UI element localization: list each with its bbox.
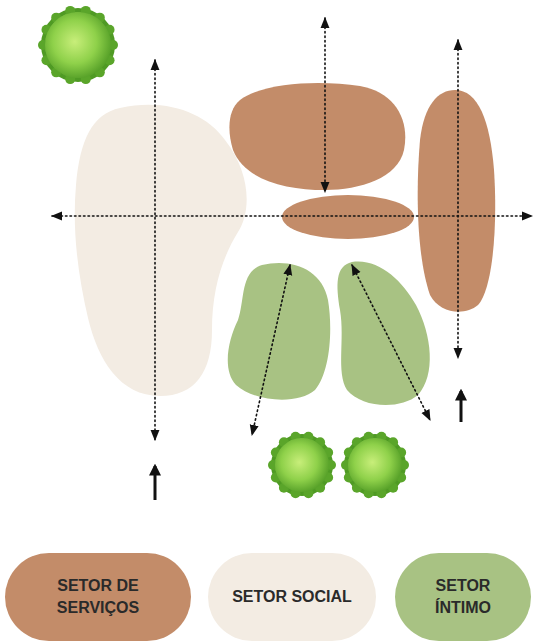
flow-axis [352,265,430,420]
service-zone [282,195,414,239]
tree-crown [348,438,402,492]
entrance-arrow [154,466,157,500]
service-zone [229,83,405,190]
flow-axis [154,60,156,440]
tree [344,434,406,496]
tree-crown [45,12,111,78]
tree-crown [275,438,329,492]
legend-text: SETOR SOCIAL [232,586,352,608]
legend-text: SETOR ÍNTIMO [418,575,508,618]
flow-axis [457,40,459,358]
entrance-arrow [460,391,463,422]
flow-axis [252,265,290,435]
social-zone [75,105,247,396]
flow-axis [52,215,532,217]
intimate-zone [228,263,330,400]
flow-axis [324,18,326,192]
tree [271,434,333,496]
service-zone [418,90,496,312]
intimate-zone [338,262,430,405]
tree [41,8,115,82]
legend-swatch: SETOR ÍNTIMO [395,553,531,641]
legend-text: SETOR DE SERVIÇOS [38,575,158,618]
legend-swatch: SETOR SOCIAL [208,553,376,641]
legend-swatch: SETOR DE SERVIÇOS [5,553,191,641]
